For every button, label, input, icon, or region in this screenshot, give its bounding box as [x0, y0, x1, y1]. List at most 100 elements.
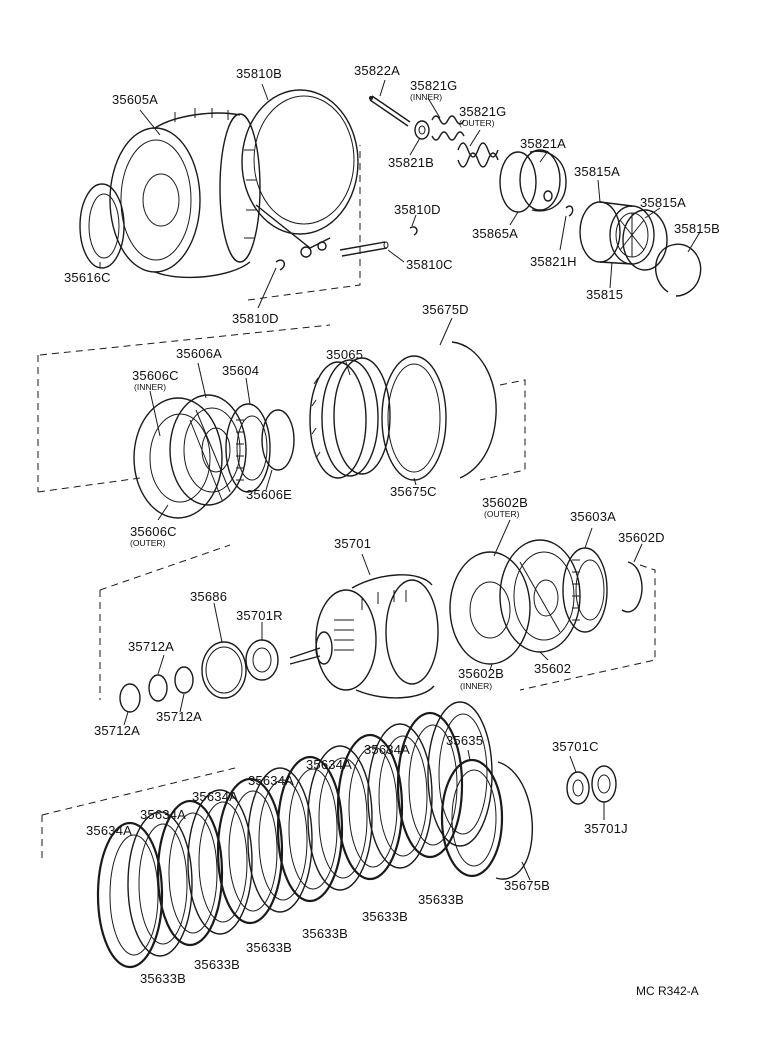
group-outline-lower-top [100, 545, 230, 590]
cylinder-35815 [580, 202, 654, 264]
label-35815a-2: 35815A [640, 195, 687, 210]
sublabel-outer-35821g: (OUTER) [459, 118, 495, 128]
label-35712a-1: 35712A [128, 639, 175, 654]
piston-35606a [170, 395, 246, 505]
group-outline-top [248, 145, 360, 300]
label-35810d-2: 35810D [232, 311, 279, 326]
snapring-35606e [262, 410, 294, 470]
snapring-35675d [452, 342, 496, 478]
label-35821a: 35821A [520, 136, 567, 151]
label-35712a-3: 35712A [94, 723, 141, 738]
label-35633b-1: 35633B [140, 971, 187, 986]
label-35634a-2: 35634A [140, 807, 187, 822]
label-35616c: 35616C [64, 270, 111, 285]
label-35686: 35686 [190, 589, 228, 604]
label-35633b-6: 35633B [418, 892, 465, 907]
label-35675c: 35675C [390, 484, 437, 499]
label-35633b-2: 35633B [194, 957, 241, 972]
label-35810b: 35810B [236, 66, 283, 81]
label-35865a: 35865A [472, 226, 519, 241]
label-35810c: 35810C [406, 257, 453, 272]
group-outline-lower-right [520, 565, 655, 690]
ring-35686-inner [206, 647, 242, 693]
ring-35865a [500, 152, 536, 212]
label-35821h: 35821H [530, 254, 577, 269]
drum-35065 [310, 358, 390, 478]
sublabel-inner-35602b: (INNER) [460, 681, 493, 691]
retainer-35603a [563, 548, 607, 632]
label-35633b-3: 35633B [246, 940, 293, 955]
washer-35821b [415, 121, 429, 139]
washer-35821b-hole [419, 126, 425, 134]
bearing-35701r [246, 640, 278, 680]
label-35701c: 35701C [552, 739, 599, 754]
plate-35675c [382, 356, 446, 480]
ring-35712a-3 [175, 667, 193, 693]
group-outline-mid-right [480, 380, 525, 480]
snapring-35815b [656, 244, 701, 296]
ring-35712a-2 [149, 675, 167, 701]
group-outline-bottom-top [42, 768, 235, 815]
clip-35810d [276, 227, 417, 270]
sublabel-inner-35606c: (INNER) [134, 382, 167, 392]
label-35065: 35065 [326, 347, 364, 362]
label-35606a: 35606A [176, 346, 223, 361]
flange-35635 [442, 760, 502, 876]
diagram-code: MC R342-A [636, 984, 699, 998]
snapring-35675b [496, 762, 532, 879]
label-35712a-2: 35712A [156, 709, 203, 724]
group-outline-mid-top [40, 325, 330, 355]
clutch-pack [98, 702, 492, 967]
label-35633b-5: 35633B [362, 909, 409, 924]
sublabel-outer-35606c: (OUTER) [130, 538, 166, 548]
group-outline-mid-bottom [38, 478, 140, 492]
label-35821g-inner: 35821G [410, 78, 458, 93]
snapring-35602d [622, 562, 642, 612]
label-35602b-inner: 35602B [458, 666, 505, 681]
label-35675b: 35675B [504, 878, 551, 893]
washer-35616c [80, 184, 124, 268]
flange-35635-inner [452, 770, 496, 866]
label-35634a-3: 35634A [192, 789, 239, 804]
label-35701: 35701 [334, 536, 372, 551]
label-35815: 35815 [586, 287, 624, 302]
sublabel-inner-35821g: (INNER) [410, 92, 443, 102]
label-35810d-1: 35810D [394, 202, 441, 217]
ring-35712a-1 [120, 684, 140, 712]
label-35821g-outer: 35821G [459, 104, 507, 119]
piston-35821a [520, 150, 566, 211]
label-35605a: 35605A [112, 92, 159, 107]
label-35606e: 35606E [246, 487, 293, 502]
spring-35821g-outer [458, 143, 498, 167]
drum-35605a [110, 108, 260, 277]
label-35815b: 35815B [674, 221, 721, 236]
label-35604: 35604 [222, 363, 260, 378]
plate-35675c-inner [388, 364, 440, 472]
label-35634a-1: 35634A [86, 823, 133, 838]
label-35602d: 35602D [618, 530, 665, 545]
disc-35602b [450, 552, 530, 664]
label-35701r: 35701R [236, 608, 283, 623]
rod-35822a [369, 96, 410, 126]
label-35602: 35602 [534, 661, 572, 676]
spring-35821g-inner [432, 116, 464, 140]
clip-35821h [566, 206, 573, 216]
sublabel-outer-35602b: (OUTER) [484, 509, 520, 519]
label-35603a: 35603A [570, 509, 617, 524]
drum-35701 [290, 575, 438, 698]
label-35634a-4: 35634A [248, 773, 295, 788]
label-35634a-6: 35634A [364, 742, 411, 757]
retainer-35604 [226, 404, 270, 492]
label-35821b: 35821B [388, 155, 435, 170]
oring-35815a [623, 210, 667, 270]
label-35635: 35635 [446, 733, 484, 748]
band-35810b [242, 90, 358, 257]
label-35602b-outer: 35602B [482, 495, 529, 510]
bearing-35701c [567, 772, 589, 804]
label-35675d: 35675D [422, 302, 469, 317]
piston-35602 [500, 540, 580, 652]
label-35606c-outer: 35606C [130, 524, 177, 539]
ring-35686 [202, 642, 246, 698]
